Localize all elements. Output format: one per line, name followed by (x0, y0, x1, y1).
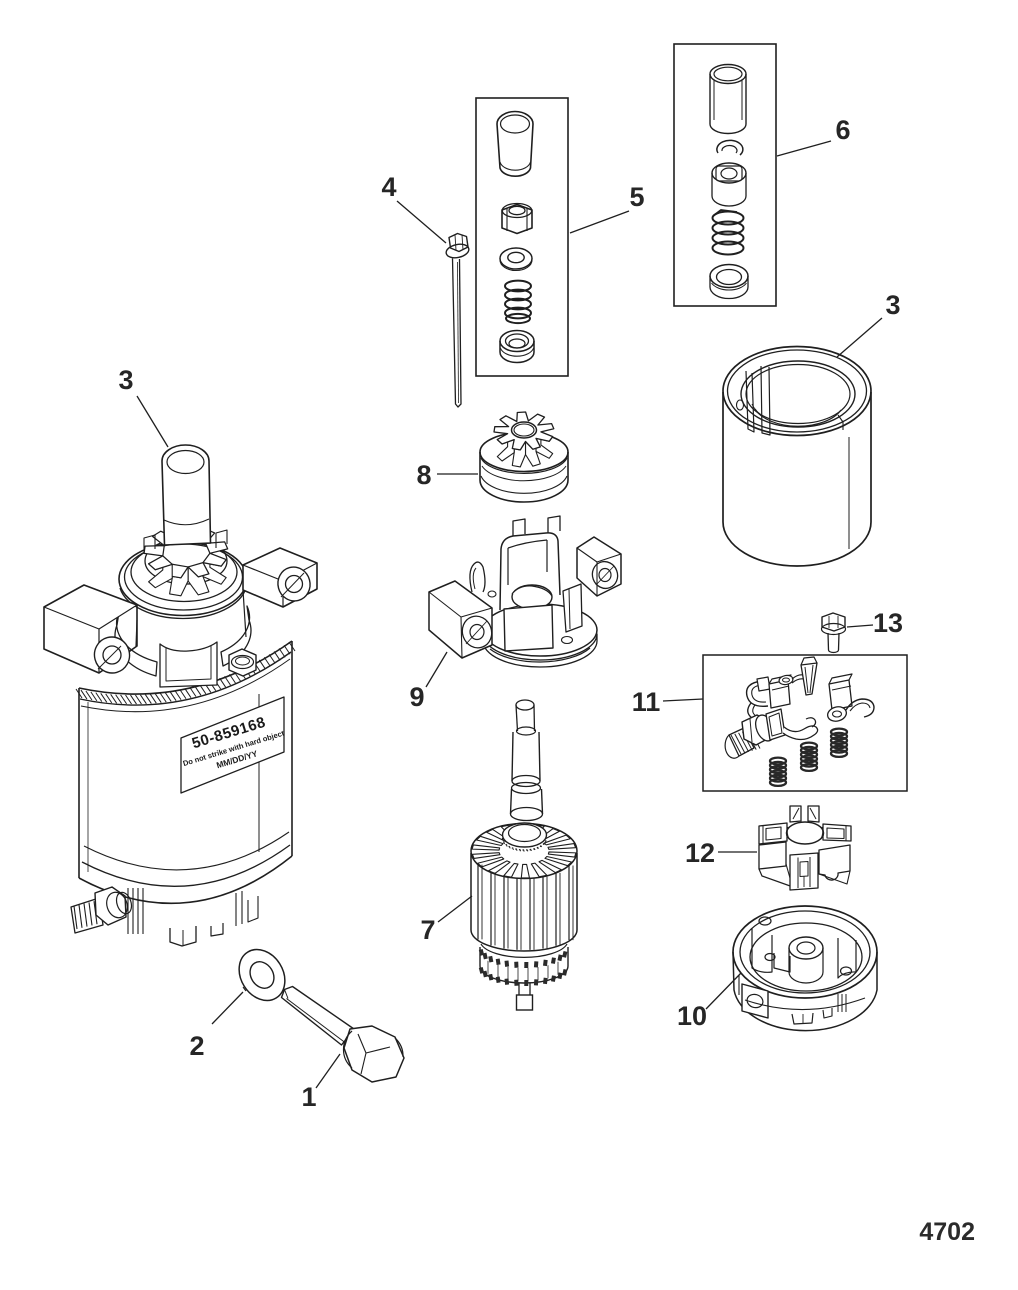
svg-text:4702: 4702 (919, 1218, 975, 1246)
svg-text:4: 4 (381, 172, 396, 202)
svg-text:3: 3 (118, 365, 133, 395)
svg-text:12: 12 (685, 838, 715, 868)
svg-text:5: 5 (629, 182, 644, 212)
svg-text:11: 11 (632, 687, 661, 717)
svg-text:13: 13 (873, 608, 903, 638)
svg-text:10: 10 (677, 1001, 707, 1031)
svg-text:7: 7 (420, 915, 435, 945)
svg-text:9: 9 (409, 682, 424, 712)
svg-text:8: 8 (416, 460, 431, 490)
svg-text:2: 2 (189, 1031, 204, 1061)
svg-text:3: 3 (885, 290, 900, 320)
svg-text:6: 6 (835, 115, 850, 145)
svg-text:1: 1 (301, 1082, 316, 1112)
